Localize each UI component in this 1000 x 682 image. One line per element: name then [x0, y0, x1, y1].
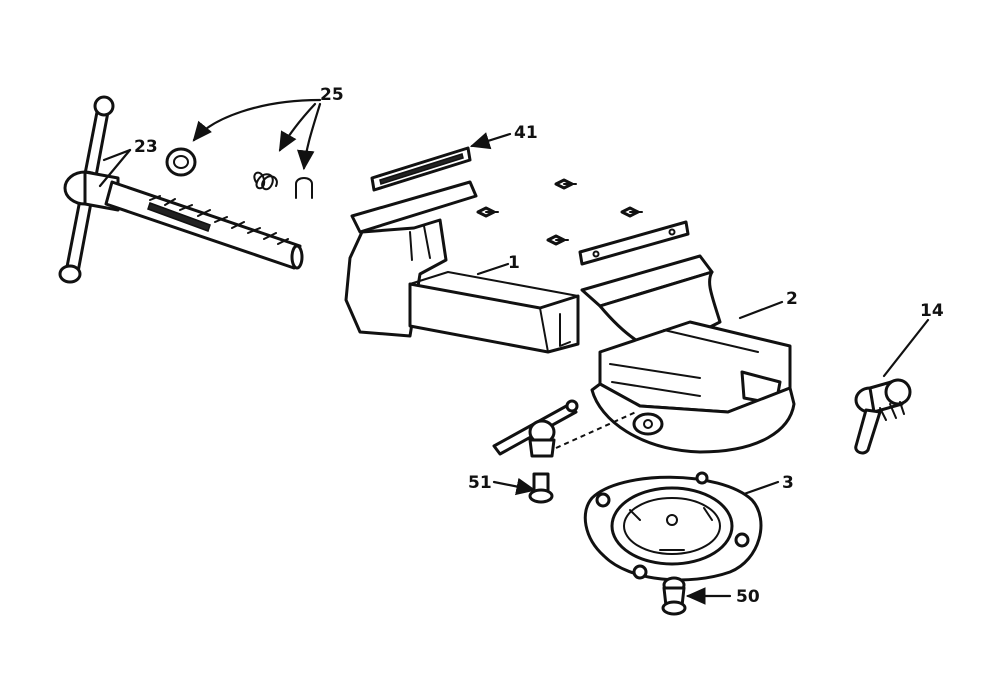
part-1-front-jaw	[344, 180, 580, 354]
label-part-2: 2	[786, 289, 798, 309]
part-41-jaw-insert-lower	[578, 220, 690, 266]
jaw-screws	[476, 178, 643, 246]
part-2-vise-body	[580, 254, 796, 454]
label-part-51: 51	[468, 473, 492, 493]
part-25-washer-spring-clip	[165, 147, 313, 199]
label-part-25: 25	[320, 85, 344, 105]
part-3-swivel-base	[583, 471, 763, 582]
label-part-23: 23	[134, 137, 158, 157]
part-23-handle-screw	[58, 95, 304, 284]
part-14-sleeve	[854, 378, 912, 455]
label-part-3: 3	[782, 473, 794, 493]
part-41-jaw-insert-top	[370, 146, 472, 192]
leader-lines	[98, 98, 930, 605]
label-part-41: 41	[514, 123, 538, 143]
label-part-1: 1	[508, 253, 520, 273]
label-part-50: 50	[736, 587, 760, 607]
label-part-14: 14	[920, 301, 944, 321]
part-50-bolt	[661, 576, 687, 616]
